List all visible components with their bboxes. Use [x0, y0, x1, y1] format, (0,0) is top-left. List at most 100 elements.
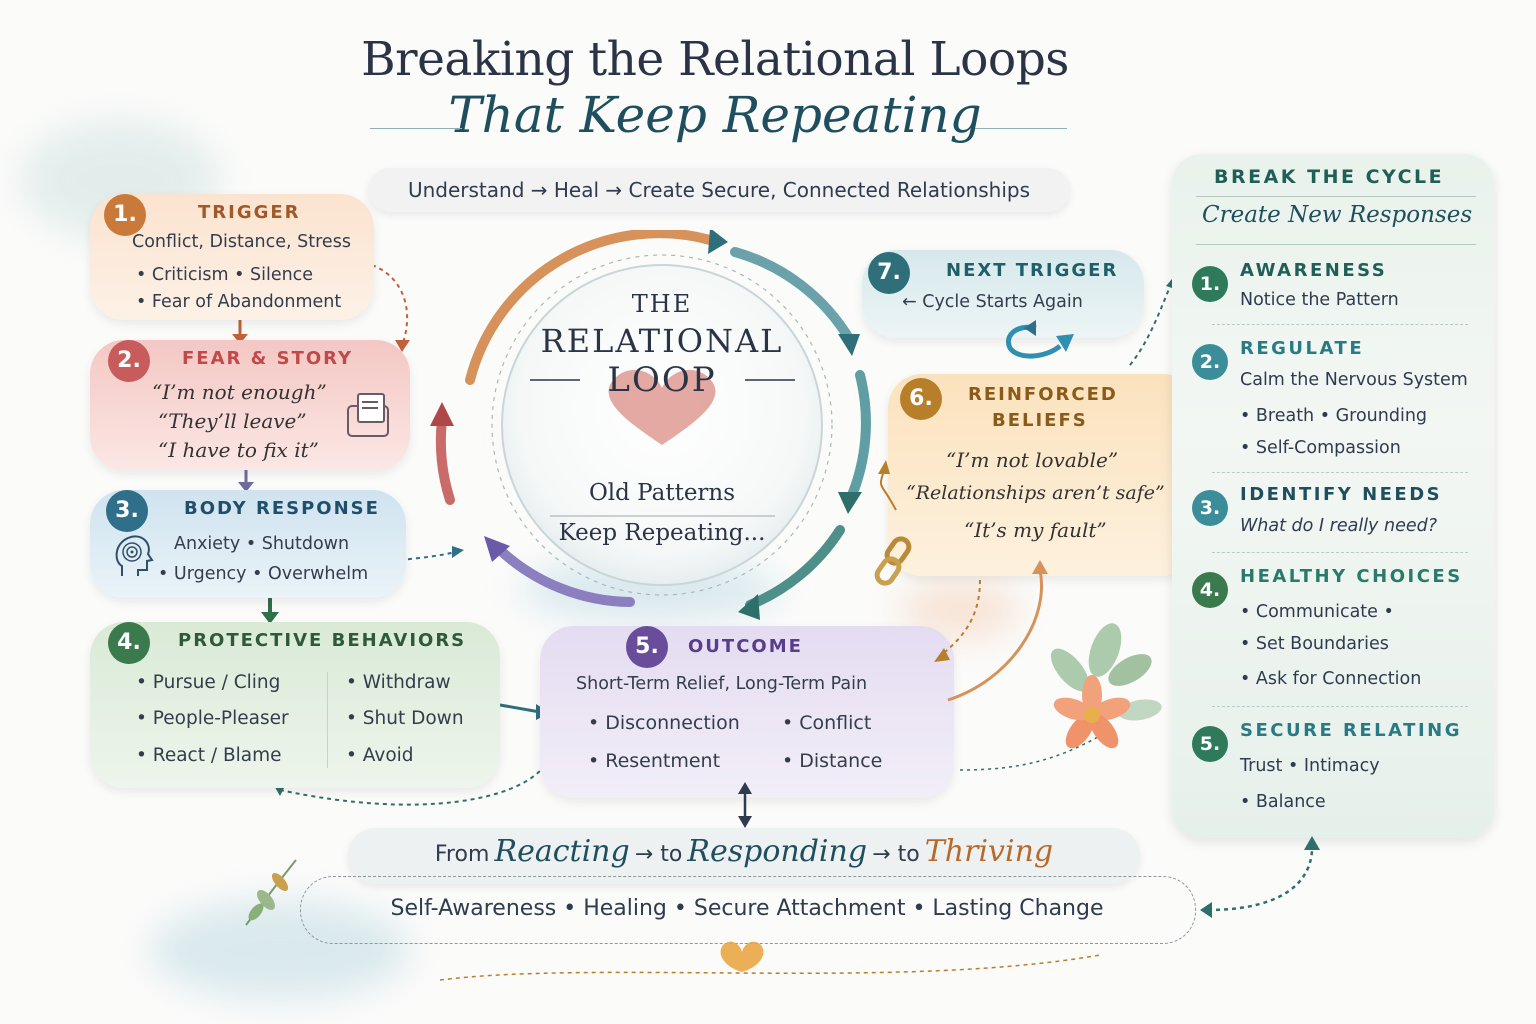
step-beliefs-title1: REINFORCED: [968, 384, 1118, 405]
loop-arrowhead-right: [838, 492, 862, 514]
page-title: Breaking the Relational Loops: [361, 32, 1069, 87]
loop-label-old-patterns: Old Patterns: [588, 480, 736, 506]
subtitle-rule-right: [975, 128, 1067, 129]
panel-item-3-line1: What do I really need?: [1240, 516, 1437, 536]
panel-item-5-line2: • Balance: [1240, 792, 1326, 812]
bottom-from: From: [434, 842, 490, 867]
protective-right-1: • Withdraw: [346, 672, 451, 693]
loop-arrow-topright: [730, 247, 855, 345]
panel-item-1-line1: Notice the Pattern: [1240, 290, 1399, 310]
chain-link-icon: [874, 536, 912, 586]
panel-divider-4: [1212, 706, 1468, 707]
step-trigger-line2: • Criticism • Silence: [136, 265, 314, 285]
lotus-heart-icon: [720, 941, 764, 972]
cycle-arrows-icon: [1006, 320, 1074, 359]
step-outcome-title: OUTCOME: [688, 636, 803, 657]
step-body-card: 3. BODY RESPONSE Anxiety • Shutdown • Ur…: [90, 490, 406, 598]
bottom-values: Self-Awareness • Healing • Secure Attach…: [390, 896, 1104, 921]
outcome-left-1: • Disconnection: [588, 712, 740, 734]
step-outcome-number: 5.: [626, 626, 668, 668]
step-fear-quote2: “They’ll leave”: [158, 409, 307, 433]
loop-arrowhead-top: [708, 230, 728, 254]
step-beliefs-quote1: “I’m not lovable”: [946, 448, 1119, 472]
step-beliefs-number: 6.: [900, 378, 942, 420]
panel-item-3-title: IDENTIFY NEEDS: [1240, 484, 1443, 505]
step-fear-number: 2.: [108, 340, 150, 382]
panel-item-4-line2: • Set Boundaries: [1240, 634, 1389, 654]
bottom-thriving: Thriving: [924, 834, 1054, 869]
step-body-line1: Anxiety • Shutdown: [174, 534, 350, 554]
protective-left-2: • People-Pleaser: [136, 708, 289, 729]
step-protective-number: 4.: [108, 622, 150, 664]
loop-arrow-bottomright: [745, 525, 845, 610]
step-beliefs-quote2: “Relationships aren’t safe”: [906, 482, 1165, 504]
subtitle-rule-left: [370, 128, 462, 129]
step-beliefs-card: 6. REINFORCED BELIEFS “I’m not lovable” …: [888, 374, 1196, 576]
panel-item-1-number: 1.: [1192, 266, 1228, 302]
step-protective-card: 4. PROTECTIVE BEHAVIORS • Pursue / Cling…: [90, 622, 500, 788]
step-next-title: NEXT TRIGGER: [946, 260, 1119, 281]
bottom-banner: [348, 828, 1140, 884]
step-beliefs-quote3: “It’s my fault”: [964, 518, 1107, 542]
bottom-connectors: [439, 782, 1320, 981]
heart-icon: [608, 369, 716, 445]
panel-title-rule: [1196, 196, 1476, 197]
loop-dashed-ring: [491, 254, 833, 596]
step-fear-card: 2. FEAR & STORY “I’m not enough” “They’l…: [90, 340, 410, 470]
panel-item-2-number: 2.: [1192, 344, 1228, 380]
panel-item-4-title: HEALTHY CHOICES: [1240, 566, 1463, 587]
panel-item-3-number: 3.: [1192, 490, 1228, 526]
step-next-card: 7. NEXT TRIGGER ← Cycle Starts Again: [862, 250, 1144, 338]
protective-left-1: • Pursue / Cling: [136, 672, 281, 693]
loop-diagram: [430, 230, 871, 620]
bottom-to-2: → to: [872, 842, 920, 867]
panel-subtitle-rule: [1196, 244, 1476, 245]
wash-bottomleft: [150, 900, 410, 1000]
step-trigger-line1: Conflict, Distance, Stress: [132, 232, 351, 252]
loop-arrowhead-bottom: [484, 536, 510, 562]
bottom-to-1: → to: [634, 842, 683, 867]
step-body-number: 3.: [106, 490, 148, 532]
tagline: Understand → Heal → Create Secure, Conne…: [368, 168, 1070, 212]
step-next-line1: ← Cycle Starts Again: [902, 292, 1083, 312]
left-connectors: [232, 264, 550, 806]
step-trigger-card: 1. TRIGGER Conflict, Distance, Stress • …: [90, 194, 374, 320]
loop-arrow-bottom: [495, 545, 635, 607]
step-protective-title: PROTECTIVE BEHAVIORS: [178, 630, 467, 651]
loop-label-keep-repeating: Keep Repeating...: [558, 520, 766, 546]
panel-divider-2: [1212, 472, 1468, 473]
step-trigger-number: 1.: [104, 194, 146, 236]
panel-divider-1: [1212, 324, 1468, 325]
protective-right-3: • Avoid: [346, 745, 414, 766]
loop-arrowhead-left: [430, 402, 454, 426]
panel-item-4-line1: • Communicate •: [1240, 602, 1394, 622]
bottom-responding: Responding: [687, 834, 868, 869]
step-outcome-card: 5. OUTCOME Short-Term Relief, Long-Term …: [540, 626, 954, 798]
panel-item-4-line3: • Ask for Connection: [1240, 669, 1422, 689]
head-spiral-icon: [115, 535, 154, 576]
step-trigger-title: TRIGGER: [198, 202, 301, 223]
loop-label-loop: LOOP: [607, 360, 717, 400]
loop-label-the: THE: [631, 290, 693, 318]
protective-left-3: • React / Blame: [136, 745, 282, 766]
step-body-line2: • Urgency • Overwhelm: [158, 564, 369, 584]
panel-item-2-title: REGULATE: [1240, 338, 1365, 359]
loop-arrowhead-bottomright: [738, 594, 760, 620]
step-trigger-line3: • Fear of Abandonment: [136, 292, 342, 312]
protective-divider: [327, 672, 328, 768]
panel-item-4-number: 4.: [1192, 572, 1228, 608]
outcome-left-2: • Resentment: [588, 750, 721, 772]
page-subtitle: That Keep Repeating: [448, 86, 982, 144]
step-fear-quote1: “I’m not enough”: [152, 380, 327, 404]
loop-arrow-top: [465, 230, 715, 385]
step-fear-quote3: “I have to fix it”: [158, 438, 319, 462]
panel-item-5-title: SECURE RELATING: [1240, 720, 1462, 741]
panel-divider-3: [1212, 552, 1468, 553]
notebook-icon: [347, 393, 389, 437]
step-body-title: BODY RESPONSE: [184, 498, 380, 519]
step-next-number: 7.: [868, 252, 910, 294]
panel-item-2-line1: Calm the Nervous System: [1240, 370, 1468, 390]
protective-right-2: • Shut Down: [346, 708, 464, 729]
panel-item-2-line2: • Breath • Grounding: [1240, 406, 1428, 426]
panel-item-2-line3: • Self-Compassion: [1240, 438, 1401, 458]
